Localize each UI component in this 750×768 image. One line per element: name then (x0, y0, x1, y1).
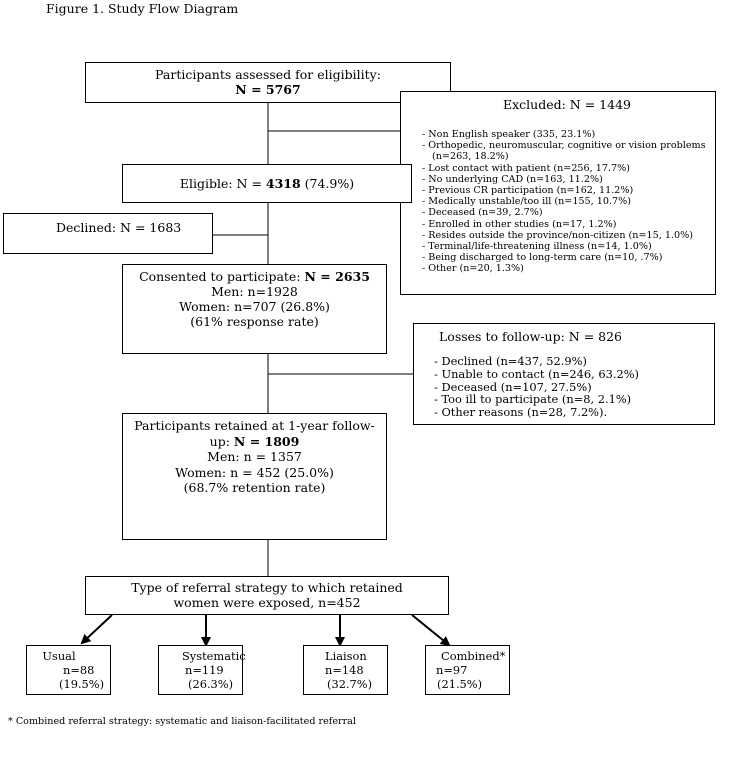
declined-label: Declined: N = 1683 (56, 220, 182, 235)
eligible-count: 4318 (265, 176, 301, 191)
arrow-combined (411, 614, 451, 647)
losses-item: - Deceased (n=107, 27.5%) (434, 379, 592, 394)
excluded-title: Excluded: N = 1449 (503, 97, 631, 112)
retained-count: N = 1809 (233, 433, 300, 449)
excluded-item: - Medically unstable/too ill (n=155, 10.… (422, 196, 631, 208)
losses-item: - Other reasons (n=28, 7.2%). (434, 405, 608, 420)
excluded-item: (n=263, 18.2%) (432, 151, 509, 163)
retained-label-cont: up: (209, 433, 234, 449)
strategy-n: n=119 (185, 663, 224, 677)
excluded-list: - Non English speaker (335, 23.1%) - Ort… (422, 129, 706, 275)
losses-item: - Unable to contact (n=246, 63.2%) (434, 366, 640, 381)
strategy-systematic-box: Systematic n=119 (26.3%) (158, 645, 246, 695)
consented-label: Consented to participate: (139, 269, 305, 284)
excluded-item: - Deceased (n=39, 2.7%) (422, 207, 543, 219)
retained-label: Participants retained at 1-year follow- (134, 418, 375, 433)
losses-item: - Too ill to participate (n=8, 2.1%) (434, 392, 632, 407)
assessed-label: Participants assessed for eligibility: (155, 67, 381, 82)
strategy-name: Combined* (441, 649, 506, 663)
excluded-item: - Enrolled in other studies (n=17, 1.2%) (422, 218, 617, 230)
losses-box: Losses to follow-up: N = 826 - Declined … (413, 323, 715, 425)
retained-women: Women: n = 452 (25.0%) (175, 464, 334, 480)
strategy-name: Liaison (325, 649, 367, 663)
excluded-item: - Other (n=20, 1.3%) (422, 263, 524, 275)
referral-label-cont: women were exposed, n=452 (173, 595, 361, 610)
strategy-n: n=97 (436, 663, 468, 677)
excluded-item: - Lost contact with patient (n=256, 17.7… (422, 162, 630, 174)
excluded-item: - Orthopedic, neuromuscular, cognitive o… (422, 140, 706, 152)
losses-item: - Declined (n=437, 52.9%) (434, 354, 587, 368)
strategy-pct: (26.3%) (188, 677, 234, 691)
assessed-count: N = 5767 (235, 82, 301, 97)
excluded-item: - Being discharged to long-term care (n=… (422, 252, 663, 264)
excluded-item: - Resides outside the province/non-citiz… (422, 229, 693, 241)
retained-rate: (68.7% retention rate) (183, 480, 326, 495)
strategy-usual-box: Usual n=88 (19.5%) (26, 645, 111, 695)
strategy-pct: (32.7%) (327, 677, 373, 691)
strategy-name: Usual (42, 649, 76, 663)
referral-label: Type of referral strategy to which retai… (131, 580, 403, 595)
consented-count: N = 2635 (304, 269, 370, 284)
eligible-box: Eligible: N = 4318 (74.9%) (122, 164, 412, 203)
losses-title: Losses to follow-up: N = 826 (439, 329, 623, 344)
excluded-item: - No underlying CAD (n=163, 11.2%) (422, 173, 603, 185)
consented-women: Women: n=707 (26.8%) (179, 299, 330, 314)
consented-box: Consented to participate: N = 2635 Men: … (122, 264, 387, 354)
losses-list: - Declined (n=437, 52.9%) - Unable to co… (434, 355, 639, 419)
strategy-n: n=88 (63, 663, 95, 677)
excluded-item: - Previous CR participation (n=162, 11.2… (422, 185, 634, 197)
figure-title: Figure 1. Study Flow Diagram (46, 1, 239, 16)
consented-rate: (61% response rate) (190, 314, 319, 329)
footnote: * Combined referral strategy: systematic… (8, 716, 356, 727)
retained-men: Men: n = 1357 (207, 449, 302, 464)
strategy-liaison-box: Liaison n=148 (32.7%) (303, 645, 388, 695)
excluded-item: - Non English speaker (335, 23.1%) (422, 129, 596, 140)
declined-box: Declined: N = 1683 (3, 213, 213, 254)
eligible-percent: (74.9%) (300, 176, 355, 191)
strategy-pct: (21.5%) (437, 677, 483, 691)
consented-men: Men: n=1928 (211, 284, 298, 299)
strategy-combined-box: Combined* n=97 (21.5%) (425, 645, 510, 695)
excluded-item: - Terminal/life-threatening illness (n=1… (422, 241, 652, 253)
strategy-n: n=148 (325, 663, 364, 677)
eligible-prefix: Eligible: N = (179, 176, 266, 191)
strategy-pct: (19.5%) (59, 677, 105, 691)
arrow-usual (80, 614, 113, 645)
retained-box: Participants retained at 1-year follow- … (122, 413, 387, 540)
referral-box: Type of referral strategy to which retai… (85, 576, 449, 615)
strategy-name: Systematic (182, 649, 246, 663)
assessed-box: Participants assessed for eligibility: N… (85, 62, 451, 103)
excluded-box: Excluded: N = 1449 - Non English speaker… (400, 91, 716, 295)
